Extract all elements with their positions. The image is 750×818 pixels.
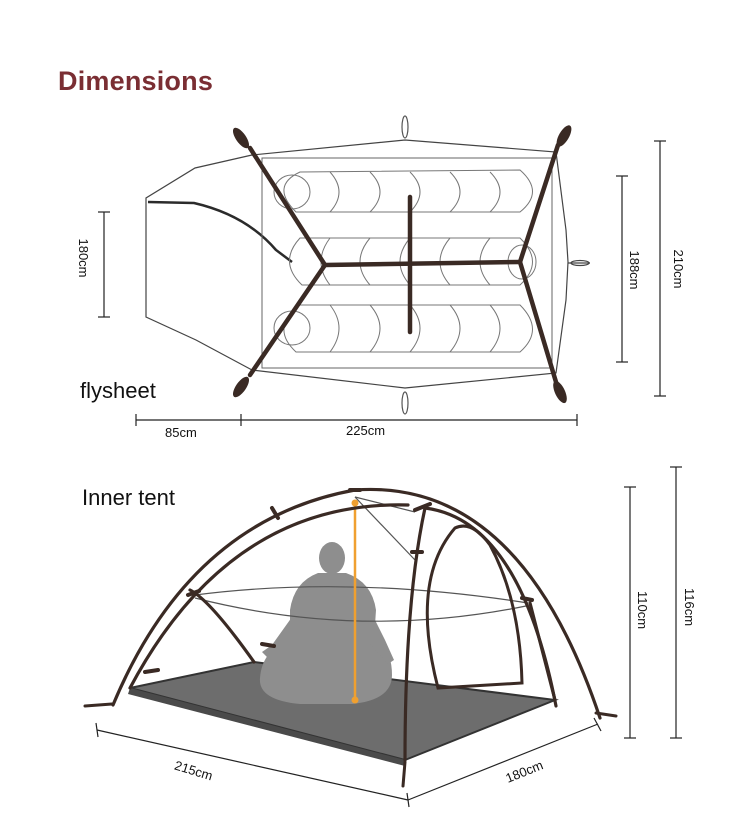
page-title: Dimensions (58, 66, 214, 96)
inner-tent-outline (261, 157, 553, 369)
inner-tent-dimension-lines (95, 466, 682, 808)
flysheet-outline (251, 139, 569, 389)
tent-stakes-side (83, 702, 618, 788)
dim-outer-height: 116cm (682, 587, 697, 627)
pole-feet-top (232, 125, 572, 404)
dim-inner-length: 188cm (627, 250, 642, 290)
dim-total-length: 210cm (671, 249, 686, 289)
pole-frame-top (247, 142, 561, 385)
stake-top (401, 115, 409, 139)
tent-floor-shadow (128, 688, 405, 766)
dim-vestibule-depth: 85cm (165, 425, 197, 440)
flysheet-dimension-lines (98, 140, 666, 426)
dim-inner-height: 110cm (635, 590, 650, 630)
vestibule-outline (145, 154, 253, 371)
dim-body-length: 225cm (346, 423, 386, 438)
stake-bottom (401, 391, 409, 415)
dim-vestibule-width: 180cm (76, 238, 91, 278)
inner-tent-label: Inner tent (82, 485, 175, 510)
vestibule-panel (147, 200, 293, 263)
flysheet-label: flysheet (80, 378, 156, 403)
sleeping-bag-1 (273, 169, 533, 213)
pole-clips (143, 488, 534, 674)
sleeping-bag-3 (273, 304, 533, 353)
height-marker (351, 499, 359, 704)
person-silhouette (259, 542, 394, 704)
